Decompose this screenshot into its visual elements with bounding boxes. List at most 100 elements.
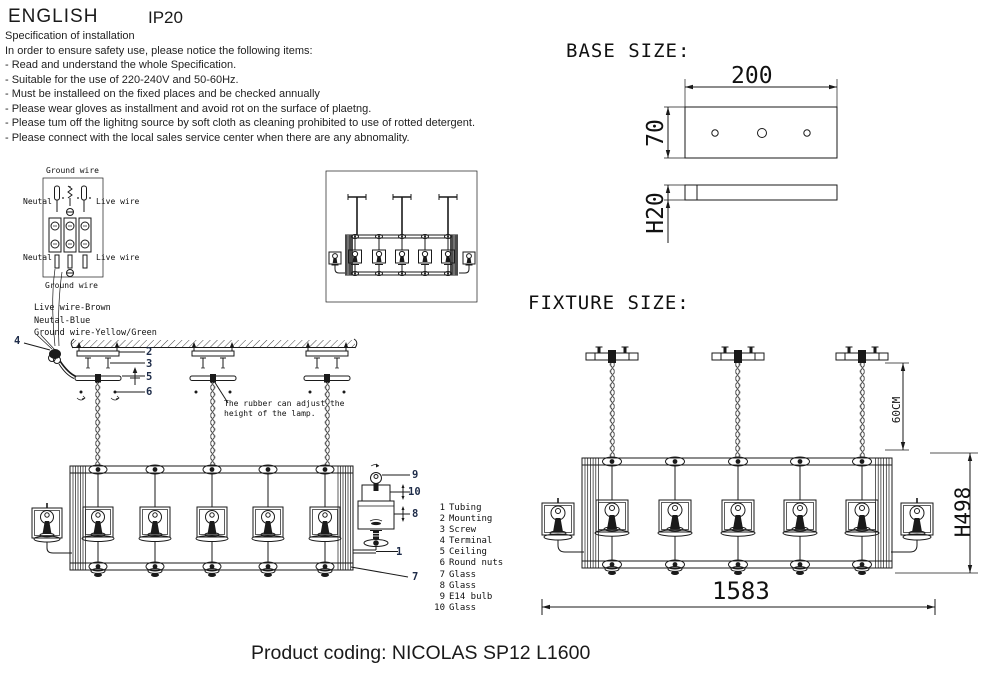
lamp xyxy=(594,464,630,562)
callout-7: 7 xyxy=(412,571,419,583)
chain xyxy=(609,360,615,458)
terminal-block xyxy=(48,217,92,253)
ip-rating-label: IP20 xyxy=(148,8,183,27)
language-label: ENGLISH xyxy=(8,6,99,27)
wire-to-bundle xyxy=(52,268,56,347)
wire-ends-top xyxy=(54,185,91,212)
ground-wire-top-label: Ground wire xyxy=(46,166,99,175)
preview-lamps xyxy=(328,234,476,276)
callout-9: 9 xyxy=(412,469,419,481)
installation-drawing xyxy=(23,334,410,578)
turn-arrow xyxy=(110,395,120,401)
lamp xyxy=(81,472,115,564)
legend-live: Live wire-Brown xyxy=(34,303,111,313)
up-arrow xyxy=(130,367,140,385)
chain xyxy=(95,382,101,466)
neutral-top-label: Neutal xyxy=(23,197,52,206)
fixture-chain-dim: 60CM xyxy=(890,396,903,424)
callout-5: 5 xyxy=(146,371,153,383)
base-depth-dim: 70 xyxy=(643,119,669,147)
spec-intro: In order to ensure safety use, please no… xyxy=(5,44,313,57)
legend-ground: Ground wire-Yellow/Green xyxy=(34,328,157,338)
chain xyxy=(859,360,865,458)
dim-200 xyxy=(684,79,838,107)
lamp xyxy=(138,472,172,564)
frame xyxy=(581,456,893,576)
terminal-bundle xyxy=(23,334,77,379)
specification-block: Specification of installation In order t… xyxy=(5,29,475,145)
outer-lamp-left xyxy=(541,497,575,546)
dim-h498 xyxy=(895,452,978,574)
wire-ends-bottom xyxy=(54,254,88,269)
note-leader xyxy=(213,380,229,404)
lamp xyxy=(251,472,285,564)
base-plate-side-view xyxy=(684,184,838,201)
base-height-dim: H20 xyxy=(643,192,669,234)
dim-60cm xyxy=(885,362,909,451)
spec-item: - Must be installeed on the fixed places… xyxy=(5,88,320,100)
lamp xyxy=(308,472,342,564)
wiring-terminal-drawing xyxy=(42,177,104,347)
callout-10: 10 xyxy=(408,486,421,498)
chain xyxy=(324,382,330,466)
lamp xyxy=(844,464,880,562)
spec-title: Specification of installation xyxy=(5,30,135,42)
callout-3: 3 xyxy=(146,358,153,370)
fixture-preview-thumbnail xyxy=(325,170,478,303)
lamp xyxy=(782,464,818,562)
wire-to-bundle xyxy=(58,271,63,347)
lamp xyxy=(720,464,756,562)
spec-item: - Please tum off the lighitng source by … xyxy=(5,117,476,129)
callout-8: 8 xyxy=(412,508,419,520)
fixture-size-drawing xyxy=(541,346,978,615)
spec-item: - Read and understand the whole Specific… xyxy=(5,59,237,71)
glass-rod-panel-left xyxy=(72,466,86,570)
dim-1583 xyxy=(541,599,936,615)
callout-4: 4 xyxy=(14,335,21,347)
spec-item: - Suitable for the use of 220-240V and 5… xyxy=(5,73,239,86)
legend-neutral: Neutal-Blue xyxy=(34,315,91,326)
preview-hangers xyxy=(347,194,458,235)
lamp xyxy=(657,464,693,562)
outer-arm-right xyxy=(891,544,918,553)
callout-1: 1 xyxy=(396,546,403,558)
turn-arrow xyxy=(76,395,86,401)
fixture-height-dim: H498 xyxy=(951,486,975,538)
fixture-size-title: FIXTURE SIZE: xyxy=(528,292,690,314)
dim-h20 xyxy=(664,184,685,243)
base-width-dim: 200 xyxy=(731,63,773,89)
outer-lamp-left xyxy=(31,503,72,554)
lamp xyxy=(195,472,229,564)
callout-6: 6 xyxy=(146,386,153,398)
wire-color-legend: Live wire-Brown Neutal-Blue Ground wire-… xyxy=(34,302,157,340)
live-wire-bottom-label: Live wire xyxy=(96,253,140,262)
live-wire-top-label: Live wire xyxy=(96,197,140,206)
outer-arm-left xyxy=(557,544,584,553)
chain xyxy=(210,382,216,466)
neutral-bottom-label: Neutal xyxy=(23,253,52,262)
dim-70 xyxy=(664,106,685,159)
spec-item: - Please wear gloves as installment and … xyxy=(5,102,372,115)
ceiling xyxy=(70,338,358,349)
callout-2: 2 xyxy=(146,346,153,358)
spec-item: - Please connect with the local sales se… xyxy=(5,131,410,144)
product-coding: Product coding: NICOLAS SP12 L1600 xyxy=(251,642,591,664)
height-adjust-note: The rubber can adjust the height of the … xyxy=(224,399,345,418)
glass-rod-panel-right xyxy=(875,458,890,568)
chain xyxy=(735,360,741,458)
exploded-lamp-detail xyxy=(350,463,410,578)
outer-lamp-right xyxy=(900,497,934,546)
glass-rod-panel-right xyxy=(337,466,351,570)
base-plate-top-view xyxy=(684,106,838,159)
base-size-title: BASE SIZE: xyxy=(566,40,691,62)
